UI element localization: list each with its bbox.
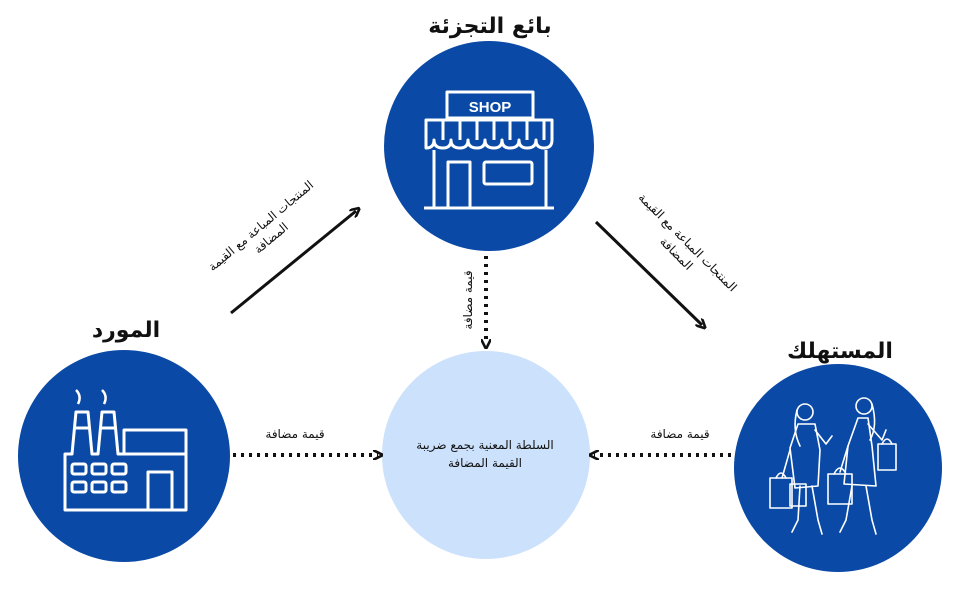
shoppers-icon (769, 397, 897, 535)
consumer-title: المستهلك (787, 339, 893, 364)
arrow-supplier-to-retailer (230, 211, 356, 315)
supplier-title: المورد (91, 318, 161, 343)
supplier-vat-label: قيمة مضافة (265, 427, 325, 441)
retailer-title: بائع التجزئة (428, 14, 552, 39)
authority-node (382, 351, 590, 559)
consumer-vat-label: قيمة مضافة (650, 427, 710, 441)
factory-icon (63, 389, 188, 512)
shop-icon (424, 90, 554, 210)
arrow-retailer-to-consumer (594, 220, 702, 325)
authority-label: السلطة المعنية بجمع ضريبة القيمة المضافة (416, 438, 554, 470)
shop-sign-text: SHOP (469, 99, 512, 116)
retailer-vat-label: قيمة مضافة (461, 270, 475, 330)
supplier-node (18, 350, 230, 562)
